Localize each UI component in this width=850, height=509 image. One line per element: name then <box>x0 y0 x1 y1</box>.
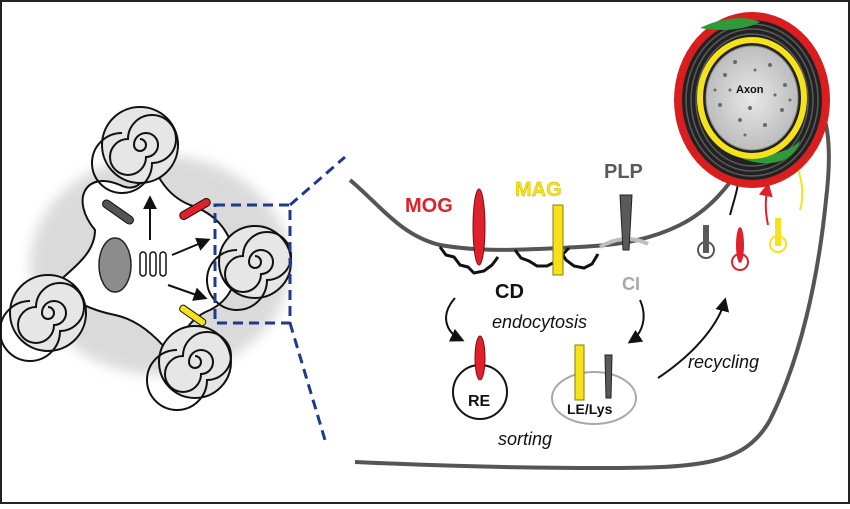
oligodendrocyte-cell <box>0 106 292 411</box>
mag-protein <box>552 204 564 276</box>
myelin-spiral-right <box>206 225 292 311</box>
myelin-spiral-top <box>91 106 179 194</box>
mog-label: MOG <box>405 195 453 217</box>
sorting-label: sorting <box>498 429 552 449</box>
ci-label: CI <box>622 274 640 294</box>
zoom-line-bottom <box>288 322 327 441</box>
mag-protein-small <box>179 304 207 327</box>
re-label: RE <box>468 393 491 410</box>
mog-in-re <box>474 335 486 381</box>
zoom-box <box>213 203 292 325</box>
recycling-label: recycling <box>688 352 759 372</box>
zoom-line-top <box>289 155 346 207</box>
axon-label: Axon <box>736 84 764 96</box>
vesicle <box>159 251 167 277</box>
mag-label: MAG <box>515 179 562 201</box>
axon <box>705 45 799 151</box>
recycled-plp <box>697 225 715 259</box>
plp-in-lelys <box>604 354 613 399</box>
myelin-cross-section: Axon <box>674 12 830 188</box>
myelin-yellow-ring <box>697 37 807 159</box>
myelin-green-patch <box>700 18 760 30</box>
cd-label: CD <box>495 281 524 303</box>
nucleus <box>98 237 132 293</box>
recycled-mog <box>731 227 749 271</box>
vesicle <box>149 251 157 277</box>
myelin-spiral-bottom <box>146 325 232 411</box>
transport-arrow <box>167 284 208 301</box>
axon-texture <box>713 60 792 137</box>
mog-protein <box>472 188 486 266</box>
mag-in-lelys <box>574 344 585 401</box>
late-endosome-lysosome <box>551 371 637 425</box>
to-myelin-arrow-red <box>758 182 773 226</box>
recycled-mag <box>769 218 787 253</box>
plp-protein-small <box>102 199 134 225</box>
plp-protein <box>619 194 633 251</box>
endocytosis-arrow-left <box>445 297 465 342</box>
endocytosis-arrow-right <box>627 299 645 344</box>
recycling-arrow <box>657 297 730 379</box>
mog-protein-small <box>179 198 211 220</box>
lelys-label: LE/Lys <box>567 401 613 417</box>
vesicle <box>139 251 147 277</box>
endocytosis-label: endocytosis <box>492 312 587 332</box>
myelin-spiral-left <box>0 274 87 362</box>
plp-label: PLP <box>604 161 643 183</box>
transport-arrow <box>171 237 211 256</box>
